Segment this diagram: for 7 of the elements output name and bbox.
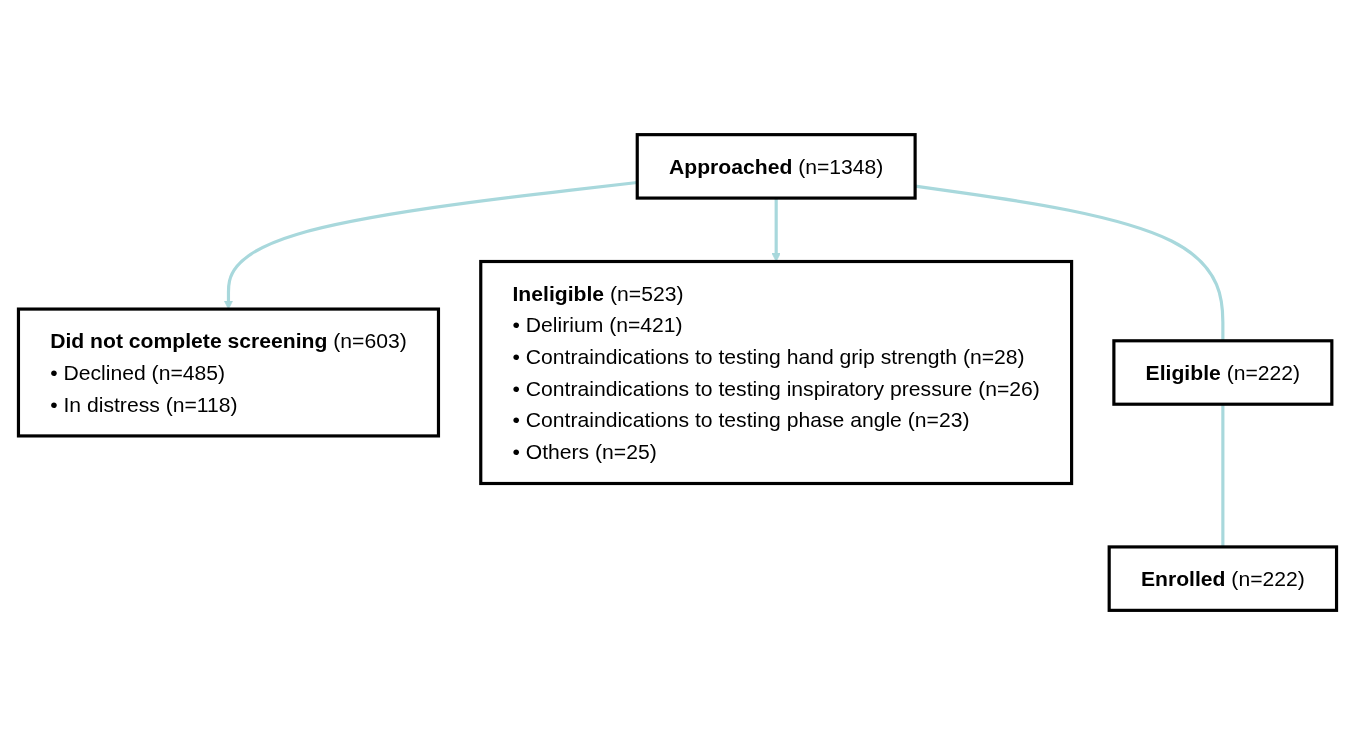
node-box: Enrolled (n=222) — [1107, 545, 1339, 612]
node-box: Ineligible (n=523) • Delirium (n=421) • Contraindications to testing hand grip strength (n=28) • Contraindications to testing inspiratory pressure (n=26) • Contraindications to testing phase angle (n=23) • Others (n=25) — [479, 259, 1074, 486]
node-box: Did not complete screening (n=603) • Declined (n=485) • In distress (n=118) — [16, 307, 441, 438]
node-box: Eligible (n=222) — [1112, 339, 1334, 406]
arrow — [771, 198, 781, 262]
node-box: Approached (n=1348) — [635, 133, 917, 200]
connector — [1221, 404, 1225, 547]
